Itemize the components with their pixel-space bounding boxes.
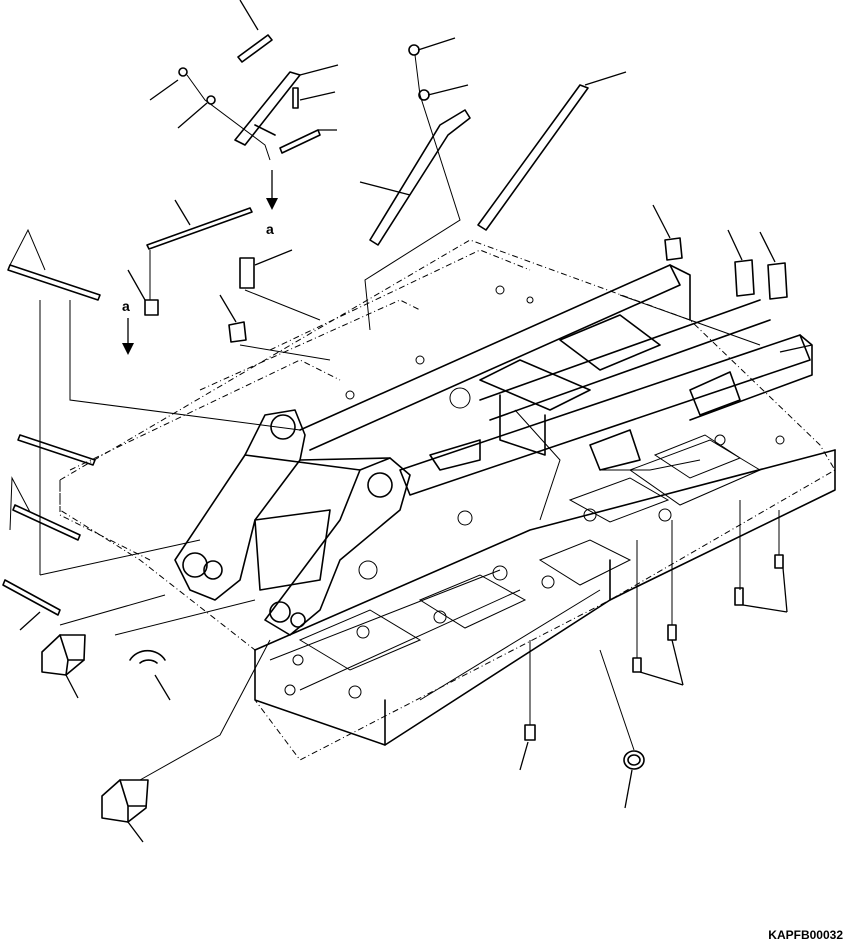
- top-guard-rail-upper-left: [178, 34, 321, 161]
- detail-ref-label-left: a: [122, 298, 130, 314]
- small-blocks: [144, 237, 788, 361]
- revolving-frame-deck: [59, 239, 836, 761]
- document-code: KAPFB00032: [768, 928, 843, 942]
- center-cross-members: [429, 314, 741, 521]
- bottom-left-parts: [41, 594, 271, 823]
- boom-foot-bracket: [174, 387, 471, 636]
- long-bar: [146, 207, 253, 300]
- detail-ref-label-upper: a: [266, 221, 274, 237]
- leader-lines: [19, 0, 813, 843]
- top-guard-rail-center: [364, 44, 589, 331]
- detail-ref-arrows: [122, 170, 278, 355]
- left-side-rails: [2, 228, 301, 616]
- bottom-right-bolts: [524, 500, 784, 770]
